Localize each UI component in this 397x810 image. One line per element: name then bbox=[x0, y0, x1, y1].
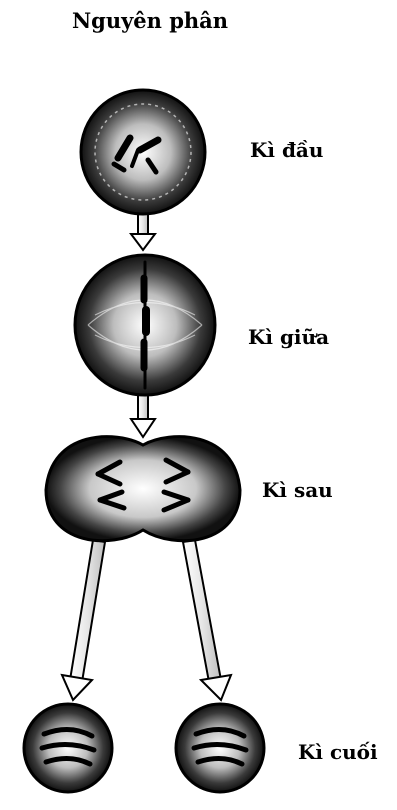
metaphase-cell bbox=[75, 255, 215, 395]
arrow-prophase-to-metaphase bbox=[131, 210, 155, 250]
metaphase-chromosomes bbox=[144, 262, 146, 388]
anaphase-cell bbox=[46, 437, 240, 541]
telophase-cell-left bbox=[24, 704, 112, 792]
label-prophase: Kì đầu bbox=[250, 138, 323, 162]
telophase-cell-right bbox=[176, 704, 264, 792]
label-anaphase: Kì sau bbox=[262, 478, 333, 502]
arrow-anaphase-to-telophase-left bbox=[62, 540, 105, 700]
arrow-anaphase-to-telophase-right bbox=[183, 540, 231, 700]
label-metaphase: Kì giữa bbox=[248, 325, 329, 349]
label-telophase: Kì cuối bbox=[298, 740, 378, 764]
prophase-cell bbox=[81, 90, 205, 214]
arrow-metaphase-to-anaphase bbox=[131, 395, 155, 437]
